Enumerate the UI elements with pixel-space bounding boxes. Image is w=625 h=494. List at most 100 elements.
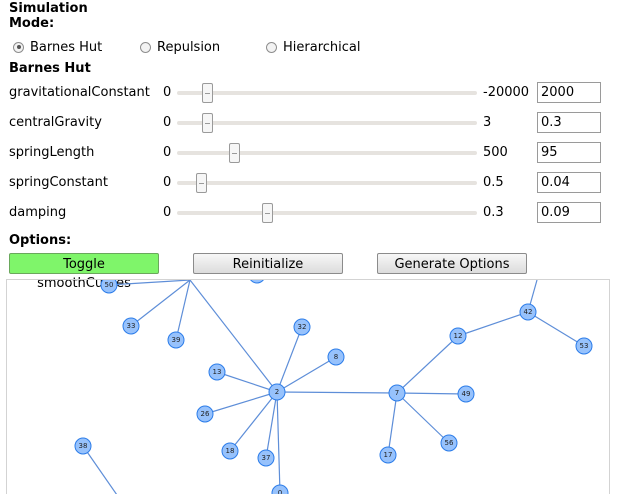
generate-options-button[interactable]: Generate Options — [377, 253, 527, 274]
graph-node-circle[interactable] — [293, 318, 311, 336]
graph-edge — [229, 391, 278, 452]
graph-edge — [189, 280, 278, 393]
network-canvas[interactable]: 50 33 39 32 8 13 2 26 18 37 0 7 49 17 56 12 42 53 38 — [6, 279, 610, 494]
graph-node[interactable]: 38 — [74, 437, 92, 455]
graph-node-label: 0 — [278, 489, 282, 494]
graph-node-label: 38 — [79, 442, 88, 450]
graph-node-circle[interactable] — [122, 317, 140, 335]
graph-node-label: 42 — [524, 308, 533, 316]
param-label: damping — [9, 205, 67, 220]
param-min-value: 0 — [163, 145, 172, 160]
param-max-value: 0.3 — [483, 205, 504, 220]
graph-edge — [527, 311, 585, 347]
radio-barnes-hut[interactable]: Barnes Hut — [13, 38, 102, 56]
graph-node-circle[interactable] — [208, 363, 226, 381]
radio-hierarchical[interactable]: Hierarchical — [266, 38, 360, 56]
param-max-value: 500 — [483, 145, 508, 160]
graph-node[interactable]: 49 — [457, 385, 475, 403]
param-value-input[interactable]: 95 — [537, 142, 601, 163]
slider-track[interactable] — [177, 151, 477, 155]
graph-node[interactable]: 32 — [293, 318, 311, 336]
param-max-value: 3 — [483, 115, 492, 130]
simulation-mode-radio-group: Barnes Hut Repulsion Hierarchical — [13, 38, 413, 56]
graph-node-circle[interactable] — [196, 405, 214, 423]
graph-edge — [130, 280, 191, 327]
graph-edge — [276, 326, 303, 393]
radio-circle[interactable] — [266, 41, 277, 53]
graph-edge — [204, 391, 278, 415]
graph-node[interactable]: 12 — [449, 327, 467, 345]
graph-node[interactable]: 26 — [196, 405, 214, 423]
graph-node[interactable]: 17 — [379, 446, 397, 464]
slider-thumb[interactable] — [202, 113, 213, 133]
graph-node-circle[interactable] — [221, 442, 239, 460]
slider-track[interactable] — [177, 211, 477, 215]
graph-edge — [216, 371, 278, 393]
param-value-input[interactable]: 0.09 — [537, 202, 601, 223]
param-label: springConstant — [9, 175, 108, 190]
graph-node-label: 7 — [395, 389, 399, 397]
radio-repulsion[interactable]: Repulsion — [140, 38, 220, 56]
graph-node-label: 13 — [213, 368, 222, 376]
slider-thumb[interactable] — [196, 173, 207, 193]
toggle-smooth-curves-button[interactable]: Toggle smoothCurves — [9, 253, 159, 291]
graph-node-circle[interactable] — [449, 327, 467, 345]
network-graph[interactable]: 50 33 39 32 8 13 2 26 18 37 0 7 49 17 56 12 42 53 38 — [7, 280, 610, 494]
graph-node-circle[interactable] — [457, 385, 475, 403]
slider-track[interactable] — [177, 91, 477, 95]
slider-thumb[interactable] — [229, 143, 240, 163]
graph-edge — [396, 392, 450, 444]
radio-circle-checked[interactable] — [13, 41, 24, 53]
graph-node-circle[interactable] — [440, 434, 458, 452]
graph-node[interactable]: 50 — [100, 280, 118, 294]
graph-node-label: 2 — [275, 388, 279, 396]
graph-node[interactable]: 18 — [221, 442, 239, 460]
param-min-value: 0 — [163, 175, 172, 190]
param-value-input[interactable]: 2000 — [537, 82, 601, 103]
radio-label: Hierarchical — [283, 39, 361, 55]
graph-node-circle[interactable] — [257, 449, 275, 467]
simulation-mode-title-line2: Mode: — [9, 16, 55, 31]
graph-edge — [396, 335, 459, 394]
radio-label: Repulsion — [157, 39, 221, 55]
reinitialize-button[interactable]: Reinitialize — [193, 253, 343, 274]
param-value-input[interactable]: 0.04 — [537, 172, 601, 193]
graph-node[interactable]: 56 — [440, 434, 458, 452]
graph-node-circle[interactable] — [167, 331, 185, 349]
graph-node-circle[interactable] — [271, 484, 289, 494]
graph-node[interactable]: 39 — [167, 331, 185, 349]
slider-thumb[interactable] — [202, 83, 213, 103]
graph-node-label: 26 — [201, 410, 210, 418]
graph-node-label: 17 — [384, 451, 393, 459]
graph-edge — [396, 392, 467, 395]
graph-node-circle[interactable] — [575, 337, 593, 355]
graph-node-circle[interactable] — [327, 348, 345, 366]
graph-node[interactable]: 8 — [327, 348, 345, 366]
graph-node[interactable]: 7 — [388, 384, 406, 402]
graph-node-circle[interactable] — [379, 446, 397, 464]
graph-node-label: 50 — [105, 281, 114, 289]
graph-node-circle[interactable] — [388, 384, 406, 402]
graph-node-circle[interactable] — [519, 303, 537, 321]
graph-node[interactable]: 13 — [208, 363, 226, 381]
graph-node[interactable]: 33 — [122, 317, 140, 335]
radio-circle[interactable] — [140, 41, 151, 53]
param-label: springLength — [9, 145, 95, 160]
graph-node[interactable]: 53 — [575, 337, 593, 355]
graph-edge — [276, 356, 337, 393]
graph-node-partial[interactable] — [249, 280, 265, 284]
graph-node-circle[interactable] — [100, 280, 118, 294]
graph-node[interactable]: 0 — [271, 484, 289, 494]
graph-node-circle[interactable] — [74, 437, 92, 455]
graph-node-circle[interactable] — [268, 383, 286, 401]
graph-node[interactable]: 42 — [519, 303, 537, 321]
param-value-input[interactable]: 0.3 — [537, 112, 601, 133]
param-min-value: 0 — [163, 85, 172, 100]
slider-track[interactable] — [177, 121, 477, 125]
slider-thumb[interactable] — [262, 203, 273, 223]
graph-node[interactable]: 37 — [257, 449, 275, 467]
graph-node[interactable]: 2 — [268, 383, 286, 401]
param-min-value: 0 — [163, 205, 172, 220]
slider-track[interactable] — [177, 181, 477, 185]
graph-node-label: 39 — [172, 336, 181, 344]
